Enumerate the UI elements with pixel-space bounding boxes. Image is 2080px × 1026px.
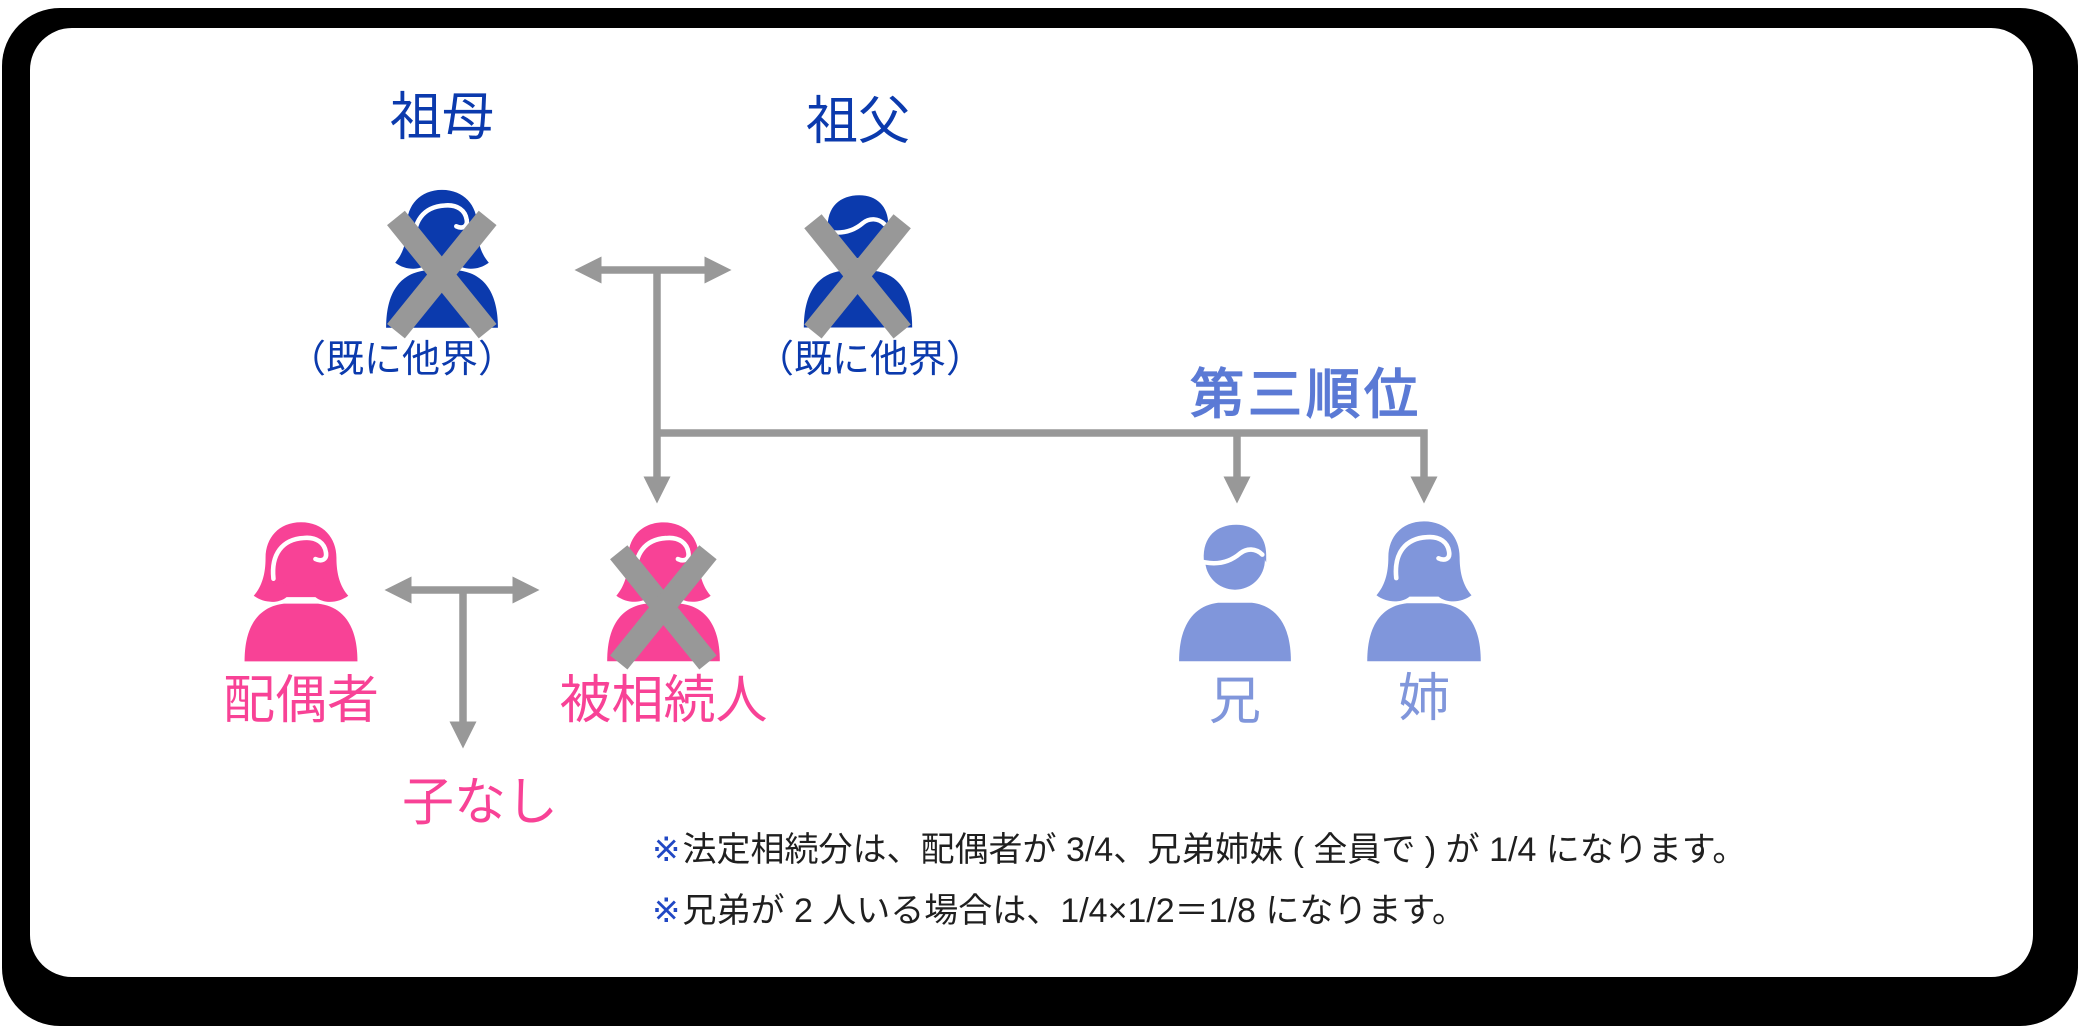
diagram-card — [30, 28, 2033, 977]
footnote-text: 法定相続分は、配偶者が 3/4、兄弟姉妹 ( 全員で ) が 1/4 になります… — [682, 831, 1747, 869]
grandmother-label: 祖母 — [389, 89, 494, 147]
female-person-icon — [232, 517, 370, 664]
person-decedent: 被相続人 — [559, 517, 768, 730]
grandmother-deceased-note: （既に他界） — [287, 339, 516, 381]
footnote-line-1: ※法定相続分は、配偶者が 3/4、兄弟姉妹 ( 全員で ) が 1/4 になりま… — [652, 820, 1746, 881]
person-sister: 姉 — [1358, 515, 1490, 728]
footnote-line-2: ※兄弟が 2 人いる場合は、1/4×1/2＝1/8 になります。 — [652, 881, 1746, 942]
decedent-label: 被相続人 — [559, 672, 768, 730]
person-grandmother: 祖母 （既に他界） — [288, 89, 516, 380]
sister-label: 姉 — [1397, 670, 1450, 728]
footnotes: ※法定相続分は、配偶者が 3/4、兄弟姉妹 ( 全員で ) が 1/4 になりま… — [652, 820, 1746, 942]
female-person-icon — [1358, 515, 1490, 665]
third-rank-heading: 第三順位 — [1190, 365, 1422, 425]
deceased-cross-icon — [787, 195, 928, 342]
brother-label: 兄 — [1208, 673, 1261, 731]
deceased-cross-icon — [590, 526, 737, 673]
reference-mark-icon: ※ — [652, 831, 681, 869]
deceased-cross-icon — [369, 191, 515, 342]
spouse-label: 配偶者 — [222, 672, 379, 730]
male-person-icon — [1170, 518, 1300, 664]
grandfather-label: 祖父 — [805, 93, 910, 151]
grandfather-deceased-note: （既に他界） — [755, 339, 984, 381]
person-brother: 兄 — [1170, 518, 1300, 731]
reference-mark-icon: ※ — [652, 892, 681, 930]
footnote-text: 兄弟が 2 人いる場合は、1/4×1/2＝1/8 になります。 — [682, 892, 1467, 930]
person-spouse: 配偶者 — [223, 517, 379, 730]
person-grandfather: 祖父 （既に他界） — [756, 93, 984, 380]
no-children-label: 子なし — [401, 774, 558, 832]
